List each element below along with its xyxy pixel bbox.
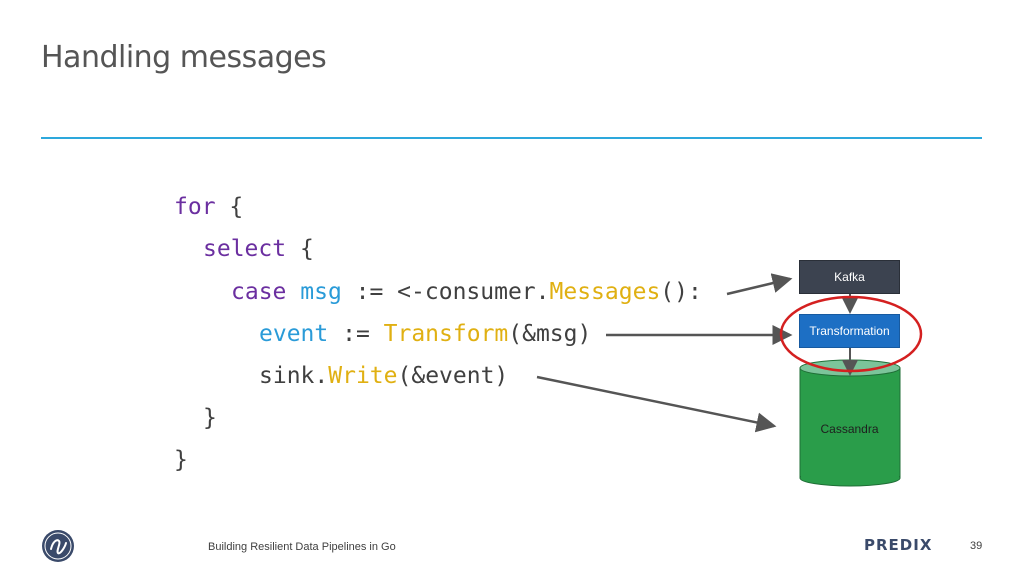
cassandra-label: Cassandra: [820, 422, 879, 436]
code-token: Messages: [549, 279, 661, 305]
code-line: event := Transform(&msg): [259, 319, 591, 349]
transformation-label: Transformation: [809, 324, 890, 338]
highlight-circle: [779, 295, 923, 373]
code-token: case: [231, 279, 287, 305]
code-line: }: [174, 445, 188, 475]
code-line: sink.Write(&event): [259, 361, 508, 391]
code-token: select: [203, 236, 287, 262]
kafka-box: Kafka: [799, 260, 900, 294]
code-token: sink.: [259, 363, 329, 389]
code-token: (&msg): [508, 321, 592, 347]
code-token: }: [203, 405, 217, 431]
code-token: (&event): [397, 363, 509, 389]
transformation-box: Transformation: [799, 314, 900, 348]
code-token: :=: [328, 321, 384, 347]
code-token: }: [174, 447, 188, 473]
slide-title: Handling messages: [41, 40, 327, 75]
code-token: := <-consumer.: [341, 279, 550, 305]
code-token: ():: [660, 279, 702, 305]
code-line: case msg := <-consumer.Messages():: [231, 277, 702, 307]
code-line: select {: [203, 234, 314, 264]
code-token: Transform: [383, 321, 509, 347]
code-token: for: [174, 194, 216, 220]
predix-logo: PREDIX: [864, 536, 933, 554]
ge-monogram-icon: [42, 530, 74, 562]
code-line: for {: [174, 192, 243, 222]
messages-to-kafka-arrow: [726, 273, 793, 296]
code-token: {: [286, 236, 314, 262]
code-token: Write: [328, 363, 398, 389]
page-number: 39: [970, 540, 983, 552]
footer-text: Building Resilient Data Pipelines in Go: [208, 541, 396, 553]
cassandra-cylinder: [799, 359, 901, 487]
write-to-cassandra-arrow: [536, 375, 777, 433]
code-token: {: [215, 194, 244, 220]
code-line: }: [203, 403, 217, 433]
code-token: msg: [300, 279, 342, 305]
title-divider: [41, 137, 982, 139]
code-token: event: [259, 321, 329, 347]
kafka-label: Kafka: [834, 270, 865, 284]
